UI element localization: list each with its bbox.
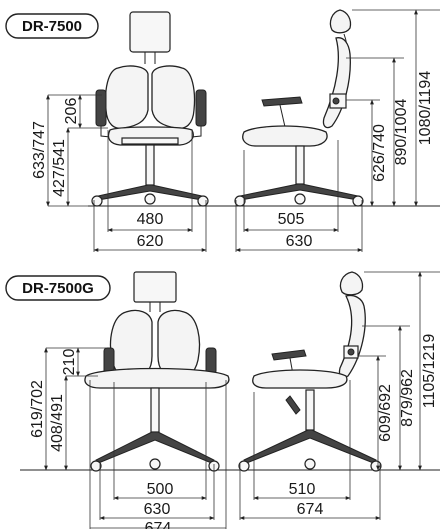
dim-back-height-top: 890/1004	[393, 99, 410, 166]
bottom-section: DR-7500G 619/702 408/491	[5, 271, 440, 529]
gas-cylinder-g	[150, 387, 160, 433]
dim-arm-height-top: 206	[63, 98, 80, 125]
gas-cylinder	[145, 144, 155, 186]
side-chair-bottom	[238, 271, 382, 472]
model-badge-bottom: DR-7500G	[5, 275, 111, 301]
dim-width-inner-top: 480	[137, 211, 164, 228]
headrest-g	[133, 271, 177, 303]
back-cushion-right	[151, 65, 196, 130]
dim-arm-height-bottom: 210	[61, 349, 78, 376]
front-chair-bottom	[84, 271, 230, 472]
side-seat-g	[252, 369, 348, 389]
side-chair-top	[234, 9, 364, 207]
side-headrest	[329, 9, 352, 34]
dim-arm-total-bottom: 619/702	[29, 380, 46, 438]
armrest-right-g	[205, 347, 217, 375]
side-seat	[242, 125, 328, 147]
side-armrest-g	[271, 349, 307, 361]
top-section: DR-7500 633/747	[5, 9, 440, 252]
dim-seat-height-side-bottom: 609/692	[377, 384, 394, 442]
side-headrest-g	[339, 271, 364, 296]
dim-total-height-bottom: 1105/1219	[421, 334, 438, 409]
dim-seat-height-bottom: 408/491	[49, 394, 66, 452]
dim-seat-height-side-top: 626/740	[371, 124, 388, 182]
dim-seat-height-top: 427/541	[51, 139, 68, 197]
headrest	[129, 11, 171, 53]
front-dims-bottom: 619/702 408/491 210 500 630 674	[29, 347, 227, 529]
side-dims-bottom: 1105/1219 879/962 609/692 510 674	[239, 271, 440, 520]
front-chair-top	[91, 11, 209, 207]
dim-width-outer-bottom: 674	[145, 520, 172, 529]
seat-cushion-g	[84, 367, 230, 389]
side-back-cushion-g	[338, 294, 366, 379]
model-badge-top: DR-7500	[5, 13, 99, 39]
dim-depth-outer-bottom: 674	[297, 501, 324, 518]
dim-depth-inner-bottom: 510	[289, 481, 316, 498]
dim-width-inner-bottom: 500	[147, 481, 174, 498]
model-label-bottom: DR-7500G	[22, 280, 94, 297]
model-label-top: DR-7500	[22, 18, 82, 35]
front-dims-top: 633/747 427/541 206 480 620	[31, 94, 207, 252]
side-back-cushion	[322, 37, 351, 129]
dim-depth-outer-top: 630	[286, 233, 313, 250]
back-cushion-left	[104, 65, 149, 130]
dim-width-mid-bottom: 630	[144, 501, 171, 518]
dim-arm-total-top: 633/747	[31, 121, 48, 179]
dim-width-outer-top: 620	[137, 233, 164, 250]
side-armrest	[261, 96, 303, 107]
dim-back-height-bottom: 879/962	[399, 369, 416, 427]
side-dims-top: 1080/1194 890/1004 626/740 505 630	[235, 9, 440, 252]
dim-total-height-top: 1080/1194	[417, 71, 434, 146]
dim-depth-inner-top: 505	[278, 211, 305, 228]
armrest-right	[195, 89, 207, 127]
